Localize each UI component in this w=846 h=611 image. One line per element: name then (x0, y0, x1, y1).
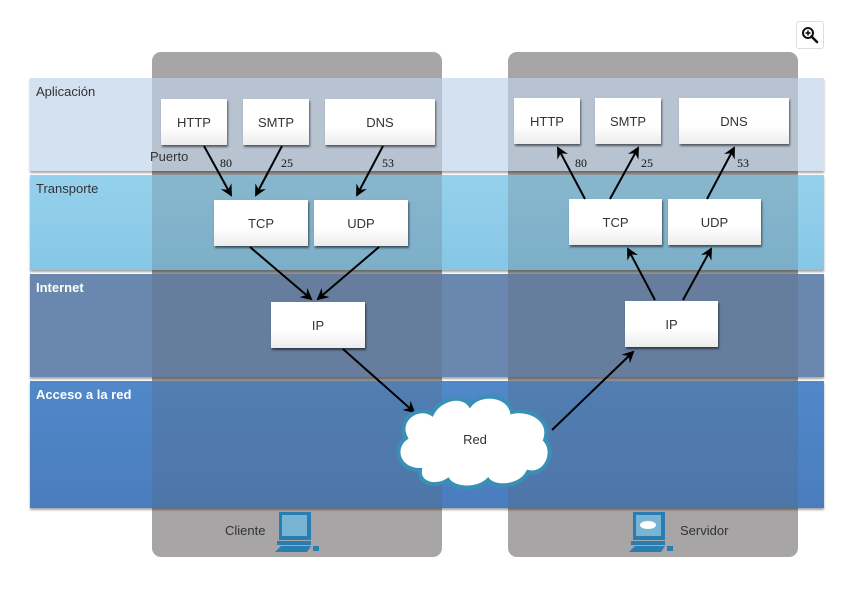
client-ip-box: IP (271, 302, 365, 348)
client-label: Cliente (225, 523, 266, 538)
client-port-smtp: 25 (281, 156, 293, 170)
client-dns-box: DNS (325, 99, 435, 145)
client-http-box: HTTP (161, 99, 227, 145)
server-label: Servidor (680, 523, 729, 538)
client-smtp-box: SMTP (243, 99, 309, 145)
layer-label-network-access: Acceso a la red (36, 387, 132, 402)
server-port-dns: 53 (737, 156, 749, 170)
client-tcp-box: TCP (214, 200, 308, 246)
server-port-smtp: 25 (641, 156, 653, 170)
server-ip-box: IP (625, 301, 718, 347)
server-smtp-box: SMTP (595, 98, 661, 144)
zoom-in-icon (802, 27, 819, 44)
server-port-http: 80 (575, 156, 587, 170)
layer-label-transport: Transporte (36, 181, 99, 196)
zoom-in-button[interactable] (796, 21, 824, 49)
server-computer-icon (629, 512, 673, 552)
port-label: Puerto (150, 149, 189, 164)
client-udp-box: UDP (314, 200, 408, 246)
server-udp-box: UDP (668, 199, 761, 245)
computer-icon (275, 512, 319, 552)
server-dns-box: DNS (679, 98, 789, 144)
server-http-box: HTTP (514, 98, 580, 144)
layer-label-application: Aplicación (36, 84, 96, 99)
client-port-http: 80 (220, 156, 232, 170)
client-port-dns: 53 (382, 156, 394, 170)
server-tcp-box: TCP (569, 199, 662, 245)
layer-label-internet: Internet (36, 280, 84, 295)
